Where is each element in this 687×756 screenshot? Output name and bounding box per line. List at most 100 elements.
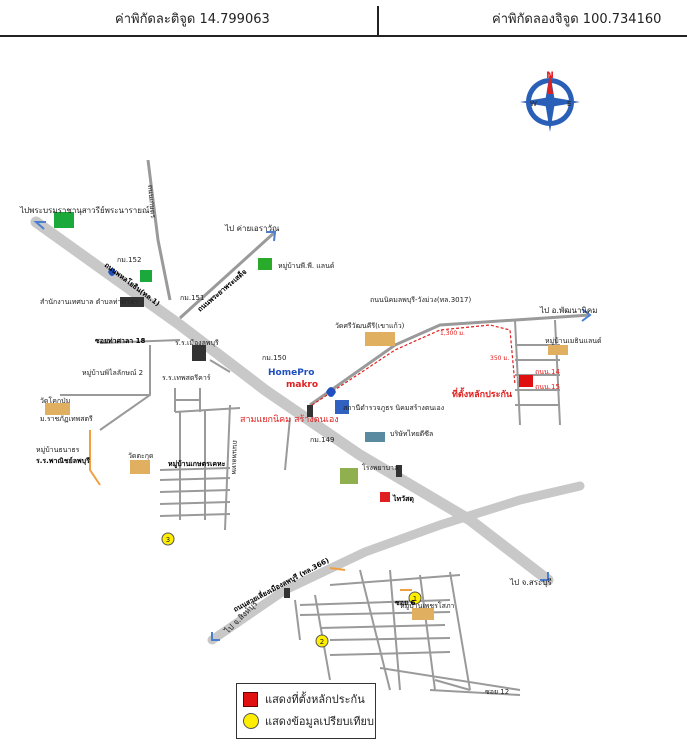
thaiwatsadu-icon xyxy=(380,492,390,502)
landmark-icon-phra-narai xyxy=(54,212,74,228)
station-icon-2 xyxy=(326,387,336,397)
legend-subject-row: แสดงที่ตั้งหลักประกัน xyxy=(243,690,365,708)
orange-segment xyxy=(329,567,346,571)
label-village-kaset: หมู่บ้านเกษตรเคหะ xyxy=(168,459,226,469)
comparable-number: 3 xyxy=(166,536,170,544)
compass-west-letter: W xyxy=(530,100,537,108)
traffic-light-icon-2 xyxy=(396,465,402,477)
label-village-pp: หมู่บ้านพี.พี. แลนด์ xyxy=(278,262,334,270)
comparable-marker-1: 1 xyxy=(408,591,422,605)
label-to-phatthana: ไป อ.พัฒนานิคม xyxy=(539,306,598,315)
arrow-camp xyxy=(266,231,277,242)
landmark-icon-camp xyxy=(258,258,272,270)
minor-road-hotel xyxy=(209,359,231,373)
legend-subject-swatch xyxy=(243,691,258,707)
longitude-label: ค่าพิกัดลองจิจูด 100.734160 xyxy=(492,12,662,27)
legend-comparable-label: แสดงข้อมูลเปรียบเทียบ xyxy=(265,715,374,728)
temple-icon-left xyxy=(45,403,70,415)
comparable-number: 2 xyxy=(320,638,324,646)
label-to-camp: ไป ค่ายเอราวัณ xyxy=(224,224,280,233)
label-temple-c: วัดตะกุด xyxy=(128,452,154,460)
label-km151: กม.151 xyxy=(180,294,204,302)
gas-icon-1 xyxy=(140,270,152,282)
label-hotel: ร.ร.เมืองลพบุรี xyxy=(175,339,219,347)
arrow-phatthana xyxy=(581,308,592,322)
label-station: สถานีตำรวจภูธร นิคมสร้างตนเอง xyxy=(343,404,444,412)
label-temple-left: วัดโคกป่ม xyxy=(40,396,70,405)
label-makro: makro xyxy=(286,380,318,390)
label-hospital: โรงพยาบาล xyxy=(362,463,398,472)
comparable-marker-2: 2 xyxy=(315,634,329,648)
compass-north-letter: N xyxy=(546,71,554,81)
label-school-c: ร.ร.พาณิชย์ลพบุรี xyxy=(36,456,90,465)
label-village-right: หมู่บ้านเมธินแลนด์ xyxy=(545,337,602,345)
comparable-number: 1 xyxy=(413,595,417,603)
minor-road-c xyxy=(89,430,101,486)
minor-road-left xyxy=(99,345,151,431)
label-village-left: หมู่บ้านพิไลลักษณ์ 2 xyxy=(82,368,143,377)
latitude-label: ค่าพิกัดละติจูด 14.799063 xyxy=(115,12,270,27)
label-soi-6: ซอย 6 xyxy=(395,599,415,607)
traffic-light-icon-1 xyxy=(307,405,313,417)
arrow-saraburi xyxy=(540,572,549,581)
label-homepro: HomePro xyxy=(268,368,314,378)
office-building-icon xyxy=(120,297,144,307)
label-univ: ม.ราชภัฏเทพสตรี xyxy=(40,415,93,423)
label-road-right: ถนนนิคมลพบุรี-วังม่วง(ทล.3017) xyxy=(370,296,472,304)
hospital-icon xyxy=(340,468,358,484)
compass-rose-icon xyxy=(520,72,580,132)
arrow-phra-narai xyxy=(33,221,46,230)
arrow-sing-buri xyxy=(211,632,220,641)
hotel-building-icon xyxy=(192,345,206,361)
legend-comparable-row: แสดงข้อมูลเปรียบเทียบ xyxy=(243,712,374,730)
minor-road-tha-sala xyxy=(99,339,181,344)
grid-kaset xyxy=(159,388,241,531)
comparable-marker-3: 3 xyxy=(161,532,175,546)
header-underline xyxy=(0,35,687,37)
label-plant: บริษัทไทยดีซีล xyxy=(390,429,433,438)
minor-road-station xyxy=(284,417,291,471)
label-temple-hill: วัดศรีวัฒนคีรี(เขาแก้ว) xyxy=(335,322,405,330)
label-school-left: ร.ร.เทพสตรีคาร์ xyxy=(162,374,211,382)
compass-east-letter: E xyxy=(567,100,571,108)
road-to-camp xyxy=(178,230,277,320)
label-dist-1: 1,300 ม. xyxy=(440,330,465,337)
label-nikhom-junction: สามแยกนิคม สร้างตนเอง xyxy=(240,414,339,425)
traffic-light-icon-3 xyxy=(284,588,290,598)
village-icon-south xyxy=(412,608,434,620)
bypass-road xyxy=(207,481,585,645)
temple-icon-hill xyxy=(365,332,395,346)
temple-icon-c xyxy=(130,460,150,474)
plant-icon xyxy=(365,432,385,442)
village-icon-right xyxy=(548,345,568,355)
label-office: สำนักงานเทศบาล ตำบลท่าศาลา xyxy=(40,298,138,306)
header-divider xyxy=(377,6,379,36)
station-building-icon xyxy=(335,400,349,414)
legend-comparable-swatch xyxy=(243,713,259,729)
road-north xyxy=(146,159,172,301)
label-dist-2: 350 ม. xyxy=(490,355,509,362)
route-dashed-line xyxy=(311,324,516,406)
label-road-sub: ถนนพลเทพ xyxy=(230,440,239,475)
station-icon-1 xyxy=(108,268,116,276)
label-to-saraburi: ไป จ.สระบุรี xyxy=(509,578,552,587)
label-road-to-camp: ถนนพระยาพระเสด็จ xyxy=(196,267,249,313)
label-lot-1: ถนน.14 xyxy=(535,368,560,376)
legend-subject-label: แสดงที่ตั้งหลักประกัน xyxy=(265,693,365,706)
label-village-south: หมู่บ้านเพชรโสภา xyxy=(400,601,455,610)
label-km152: กม.152 xyxy=(117,256,141,264)
label-soi-12: ซอย 12 xyxy=(485,688,509,696)
label-km150: กม.150 xyxy=(262,354,286,362)
label-village-c: หมู่บ้านธนาธร xyxy=(36,446,80,454)
label-road-north: ถนนเกษตร xyxy=(146,184,157,218)
coordinates-header: ค่าพิกัดละติจูด 14.799063 ค่าพิกัดลองจิจ… xyxy=(0,0,687,37)
label-tha-sala: ซอยท่าศาลา 18 xyxy=(95,337,146,345)
grid-collateral xyxy=(514,319,561,426)
label-thaiwatsadu: ไทวัสดุ xyxy=(392,494,414,503)
label-km149: กม.149 xyxy=(310,436,334,444)
label-to-phra-narai: ไปพระบรมราชานุสาวรีย์พระนารายณ์ xyxy=(19,205,150,215)
label-subject: ที่ตั้งหลักประกัน xyxy=(452,387,513,400)
label-lot-2: ถนน.15 xyxy=(535,383,560,391)
main-highway xyxy=(30,216,554,586)
